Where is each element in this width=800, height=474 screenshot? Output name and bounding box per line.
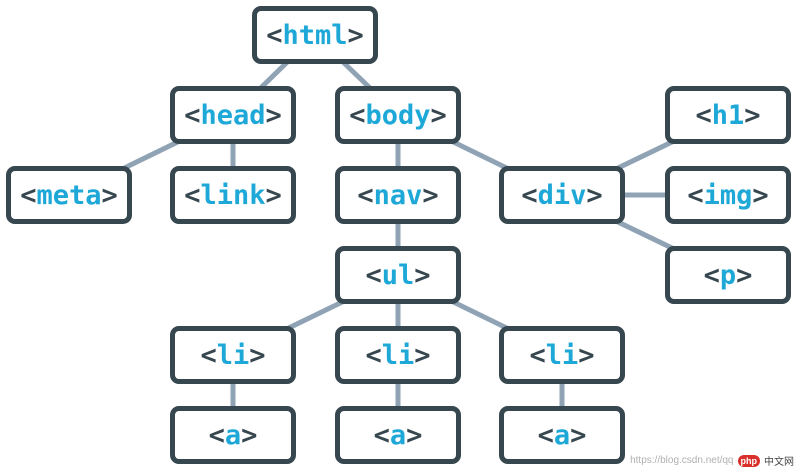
node-head: <head> — [170, 86, 296, 144]
watermark-site-name: 中文网 — [764, 457, 794, 468]
node-body: <body> — [335, 86, 461, 144]
php-logo-icon: php — [737, 454, 760, 467]
node-a-2: <a> — [335, 406, 461, 464]
node-h1: <h1> — [665, 86, 791, 144]
node-a-1: <a> — [170, 406, 296, 464]
node-nav: <nav> — [335, 166, 461, 224]
node-div: <div> — [499, 166, 625, 224]
node-li-1: <li> — [170, 326, 296, 384]
node-meta: <meta> — [6, 166, 132, 224]
node-a-3: <a> — [499, 406, 625, 464]
node-li-2: <li> — [335, 326, 461, 384]
watermark: https://blog.csdn.net/qq php 中文网 — [630, 453, 794, 468]
node-link: <link> — [170, 166, 296, 224]
watermark-url: https://blog.csdn.net/qq — [630, 455, 734, 466]
node-p: <p> — [665, 246, 791, 304]
node-li-3: <li> — [499, 326, 625, 384]
node-html: <html> — [252, 6, 378, 64]
node-ul: <ul> — [335, 246, 461, 304]
node-img: <img> — [665, 166, 791, 224]
